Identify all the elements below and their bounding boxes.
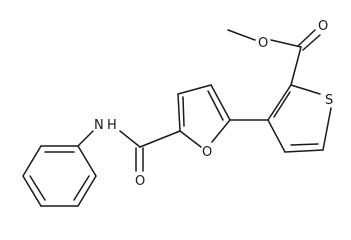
amide-oxygen-label: O (135, 174, 145, 189)
ester-carbonyl-oxygen-label: O (318, 19, 328, 34)
amide-nitrogen-label: N (94, 118, 104, 133)
structural-formula: N H O O S O O (22, 19, 333, 207)
furan-oxygen-label: O (202, 145, 212, 160)
ester-ether-oxygen-label: O (258, 36, 268, 51)
furan-ring: O (177, 84, 231, 160)
amide-hydrogen-label: H (107, 118, 117, 133)
phenyl-ring (22, 145, 97, 207)
amide-group: N H O (77, 118, 181, 189)
thiophene-sulfur-label: S (325, 93, 333, 108)
methyl-ester-group: O O (227, 19, 328, 86)
thiophene-ring: S (267, 84, 333, 153)
